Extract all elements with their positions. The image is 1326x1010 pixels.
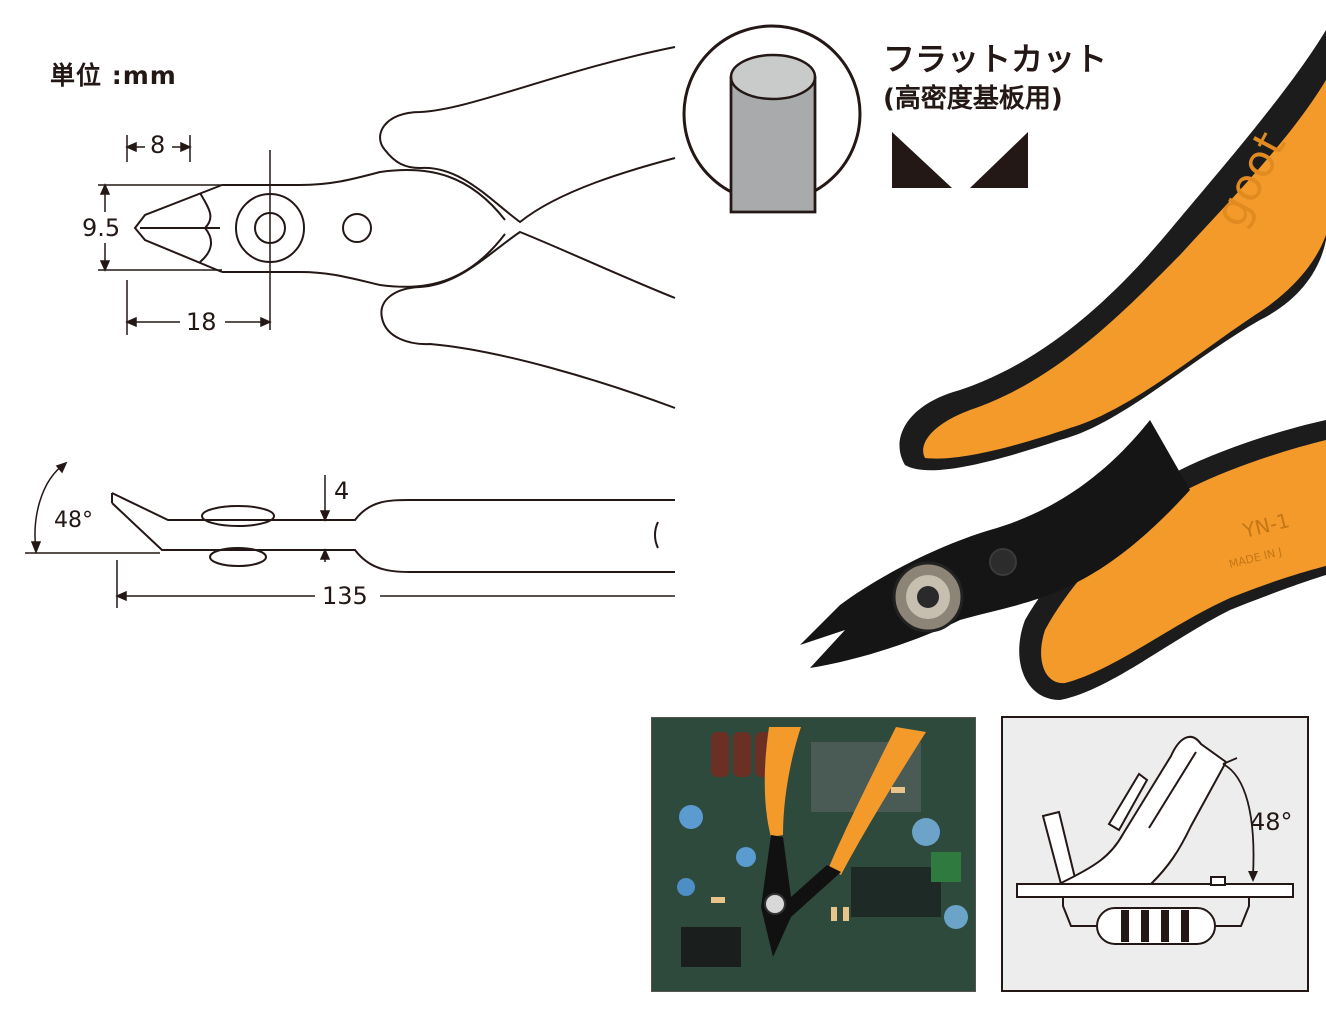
side-upper-outline bbox=[111, 492, 675, 521]
dim-jaw-width: 9.5 bbox=[82, 214, 121, 242]
rivet-hole bbox=[342, 213, 372, 243]
arrow-head bbox=[99, 260, 111, 272]
side-lower-outline bbox=[111, 502, 675, 573]
angle-usage-diagram bbox=[1001, 716, 1309, 992]
arrow-head bbox=[319, 510, 331, 522]
tool-tip-edge bbox=[1107, 772, 1149, 832]
pivot-bolt-socket bbox=[917, 586, 939, 608]
nipper-head bbox=[761, 835, 841, 957]
resistor-body bbox=[1096, 907, 1216, 945]
top-view-drawing bbox=[98, 46, 676, 409]
unit-label: 単位 :mm bbox=[50, 61, 177, 90]
lower-handle-outline bbox=[380, 230, 676, 409]
pcb-usage-photo bbox=[651, 717, 976, 992]
dim-overall-length: 135 bbox=[322, 582, 368, 610]
nipper-handle-left bbox=[764, 727, 801, 837]
upper-handle-orange bbox=[923, 80, 1326, 459]
lead-stub bbox=[1210, 876, 1226, 886]
arrow-head bbox=[99, 183, 111, 195]
pcb-chip bbox=[681, 927, 741, 967]
side-pivot-top bbox=[201, 505, 275, 527]
flat-cut-subtitle: (高密度基板用) bbox=[883, 84, 1063, 114]
head-outline bbox=[222, 169, 506, 288]
jaw-outline bbox=[133, 184, 223, 273]
side-pivot-bottom bbox=[209, 547, 267, 567]
dim-tip-length: 8 bbox=[150, 131, 166, 159]
usage-angle-label: 48° bbox=[1250, 808, 1293, 836]
tip-magnified-circle bbox=[682, 24, 862, 214]
side-view-drawing bbox=[25, 461, 675, 608]
board-plate bbox=[1016, 883, 1294, 898]
arrow-head bbox=[125, 316, 137, 328]
pcb-chip bbox=[851, 867, 941, 917]
flat-cut-title: フラットカット bbox=[883, 40, 1108, 78]
flat-cut-blade-icon bbox=[892, 132, 1028, 188]
arrow-head bbox=[55, 461, 68, 474]
resistor-leads bbox=[1062, 897, 1250, 927]
dim-head-angle: 48° bbox=[54, 508, 93, 533]
upper-handle-outline bbox=[379, 46, 676, 224]
arrow-head bbox=[180, 141, 192, 153]
arrow-head bbox=[115, 590, 127, 602]
arrow-head bbox=[125, 141, 137, 153]
angle-arc bbox=[34, 462, 67, 551]
dim-head-length: 18 bbox=[186, 308, 217, 336]
arrow-head bbox=[260, 316, 272, 328]
arrow-head bbox=[1248, 871, 1258, 882]
arrow-head bbox=[319, 548, 331, 560]
side-handle-mark bbox=[654, 521, 659, 549]
tool-tip-outline bbox=[1058, 735, 1228, 885]
nipper-product-photo: goot YN-1 MADE IN J bbox=[800, 30, 1326, 700]
dim-thickness: 4 bbox=[334, 477, 350, 505]
cut-lead bbox=[1041, 810, 1076, 885]
nipper-handle-right bbox=[829, 727, 926, 875]
rivet bbox=[989, 548, 1017, 576]
angle-arc bbox=[1222, 763, 1255, 877]
arrow-head bbox=[30, 541, 42, 555]
lower-handle-orange bbox=[1041, 440, 1326, 684]
